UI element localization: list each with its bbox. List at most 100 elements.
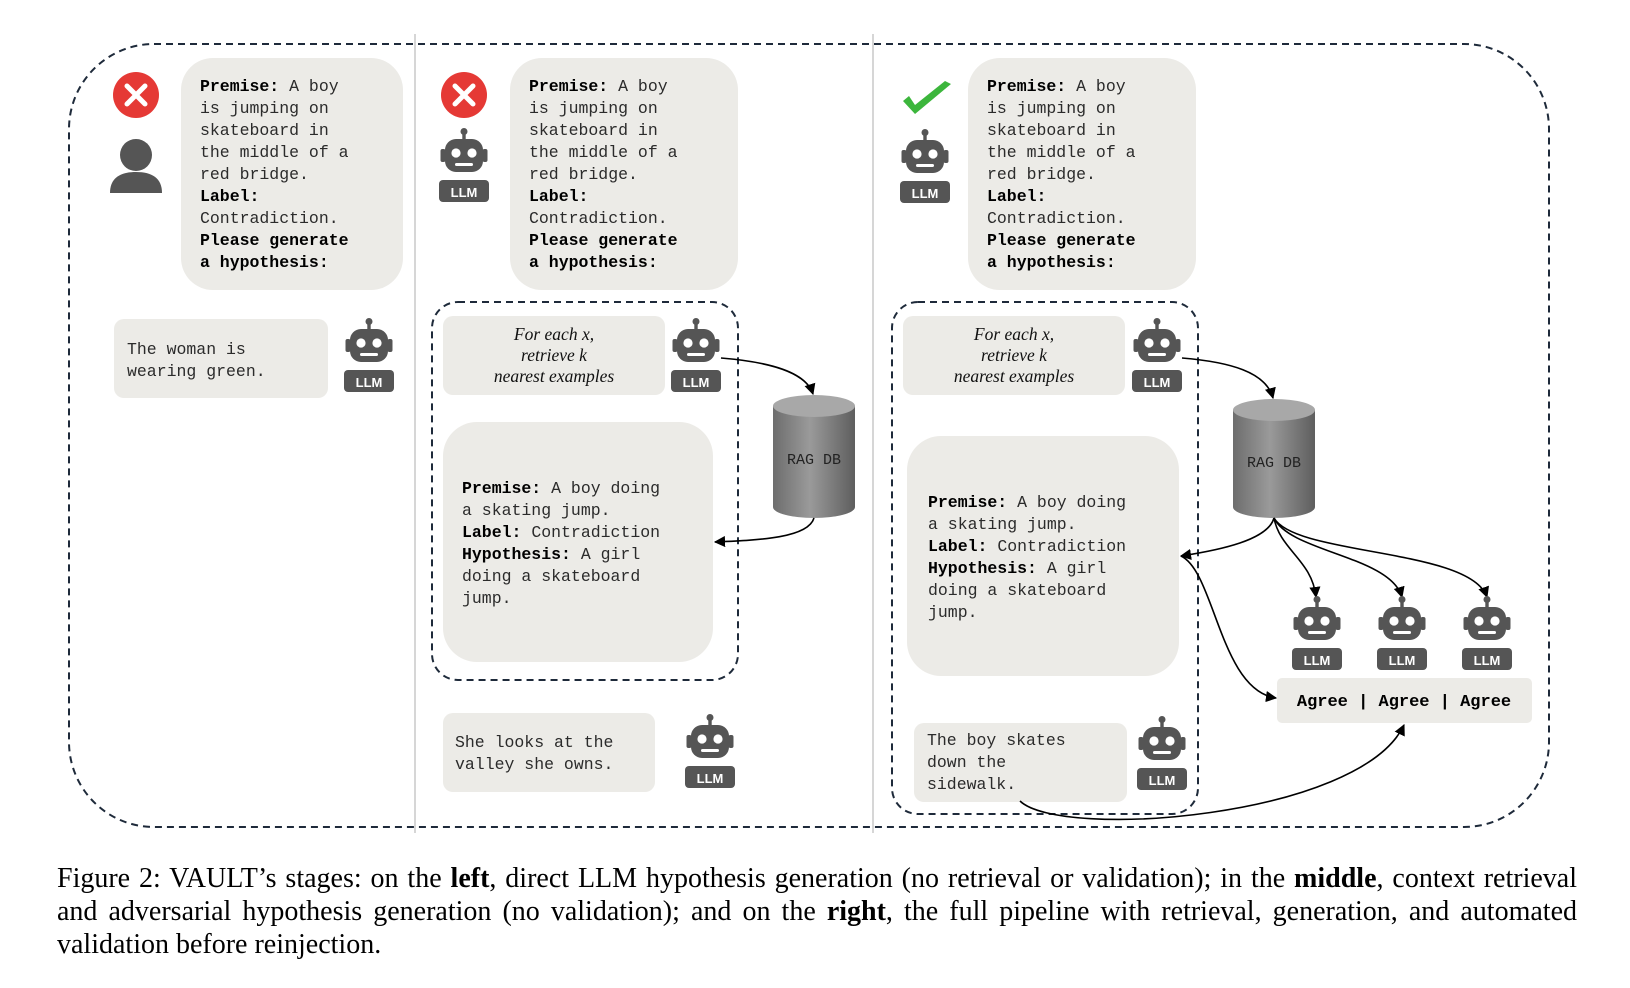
right-panel: LLM Premise: A boy is jumping on skatebo… [891, 58, 1532, 821]
rag-db-label: RAG DB [787, 452, 841, 469]
llm-badge-label: LLM [683, 375, 710, 390]
svg-text:Premise: A boy: Premise: A boy [200, 77, 339, 96]
svg-text:Label: Contradiction: Label: Contradiction [462, 523, 660, 542]
x-mark-icon [441, 72, 487, 118]
retrieved-example-bubble: Premise: A boy doing a skating jump. Lab… [907, 436, 1179, 676]
rag-db-cylinder: RAG DB [1233, 399, 1315, 518]
retrieve-step-bubble: For each x, retrieve k nearest examples [903, 316, 1125, 395]
label-value: Contradiction [521, 523, 660, 542]
retrieve-line: nearest examples [494, 366, 615, 386]
llm-robot-icon: LLM [439, 128, 489, 202]
prompt-bubble: Premise: A boy is jumping on skateboard … [510, 58, 738, 290]
premise-line: red bridge. [987, 165, 1096, 184]
premise-value: A boy doing [1007, 493, 1126, 512]
llm-badge-label: LLM [1474, 653, 1501, 668]
agree-verdict-text: Agree | Agree | Agree [1297, 693, 1511, 712]
label-value: Contradiction. [987, 209, 1126, 228]
llm-badge-label: LLM [451, 185, 478, 200]
svg-text:Premise: A boy: Premise: A boy [987, 77, 1126, 96]
premise-line: A boy [608, 77, 668, 96]
prompt-bubble: Premise: A boy is jumping on skateboard … [968, 58, 1196, 290]
arrow-db-to-validator [1273, 517, 1321, 599]
retrieve-line: nearest examples [954, 366, 1075, 386]
caption-middle: middle [1294, 863, 1377, 894]
label-label: Label: [987, 187, 1046, 206]
premise-label: Premise: [928, 493, 1007, 512]
arrow-db-to-example [1179, 517, 1275, 561]
svg-text:Premise: A boy doing: Premise: A boy doing [462, 479, 660, 498]
hypothesis-label: Hypothesis: [462, 545, 571, 564]
label-label: Label: [529, 187, 588, 206]
hypothesis-value: doing a skateboard [928, 581, 1106, 600]
hypothesis-value: A girl [571, 545, 640, 564]
retrieval-dashed-box [431, 301, 739, 681]
premise-line: A boy [279, 77, 339, 96]
svg-text:Premise: A boy doing: Premise: A boy doing [928, 493, 1126, 512]
llm-robot-icon: LLM [671, 318, 721, 392]
label-label: Label: [200, 187, 259, 206]
premise-line: red bridge. [200, 165, 309, 184]
svg-text:Label: Contradiction: Label: Contradiction [928, 537, 1126, 556]
premise-label: Premise: [529, 77, 608, 96]
llm-robot-icon: LLM [344, 318, 394, 392]
prompt-bubble: Premise: A boy is jumping on skateboard … [181, 58, 403, 290]
caption-right: right [826, 896, 886, 927]
premise-line: A boy [1066, 77, 1126, 96]
retrieve-line: For each x, [513, 324, 594, 344]
premise-value: A boy doing [541, 479, 660, 498]
check-mark-icon [903, 81, 951, 114]
svg-text:Premise: A boy: Premise: A boy [529, 77, 668, 96]
retrieval-dashed-box [891, 301, 1199, 815]
label-value: Contradiction. [529, 209, 668, 228]
svg-text:Hypothesis: A girl: Hypothesis: A girl [462, 545, 640, 564]
hypothesis-value: jump. [928, 603, 978, 622]
premise-line: red bridge. [529, 165, 638, 184]
output-bubble: The boy skates down the sidewalk. [914, 723, 1127, 802]
premise-line: skateboard in [200, 121, 329, 140]
caption-prefix: Figure 2: VAULT’s stages: on the [57, 863, 451, 894]
retrieve-step-bubble: For each x, retrieve k nearest examples [443, 316, 665, 395]
premise-line: the middle of a [987, 143, 1136, 162]
caption-part2: , context retrieval and adversarial hypo… [57, 863, 1577, 927]
outer-dashed-frame [68, 43, 1550, 828]
llm-badge-label: LLM [1149, 773, 1176, 788]
output-line: The woman is [127, 340, 246, 359]
llm-badge-label: LLM [1144, 375, 1171, 390]
arrow-db-to-validator [1273, 517, 1489, 599]
llm-robot-icon: LLM [900, 129, 950, 203]
arrow-db-to-example [713, 517, 815, 548]
llm-badge-label: LLM [1304, 653, 1331, 668]
request-line: Please generate [200, 231, 349, 250]
premise-label: Premise: [987, 77, 1066, 96]
premise-line: skateboard in [529, 121, 658, 140]
premise-line: is jumping on [200, 99, 329, 118]
request-line: Please generate [987, 231, 1136, 250]
person-icon [110, 139, 162, 193]
llm-badge-label: LLM [912, 186, 939, 201]
arrow-db-to-validator [1273, 517, 1405, 599]
left-panel: Premise: A boy is jumping on skateboard … [110, 58, 403, 398]
output-bubble: The woman is wearing green. [114, 319, 328, 398]
premise-value: a skating jump. [462, 501, 611, 520]
premise-value: a skating jump. [928, 515, 1077, 534]
agree-verdict-box: Agree | Agree | Agree [1277, 678, 1532, 723]
label-value: Contradiction. [200, 209, 339, 228]
output-line: The boy skates [927, 731, 1066, 750]
rag-db-cylinder: RAG DB [773, 395, 855, 518]
llm-badge-label: LLM [697, 771, 724, 786]
arrow-retrieve-to-db [720, 357, 816, 396]
rag-db-label: RAG DB [1247, 455, 1301, 472]
output-line: sidewalk. [927, 775, 1016, 794]
llm-robot-icon: LLM [685, 714, 735, 788]
output-line: valley she owns. [455, 755, 613, 774]
request-line: a hypothesis: [987, 253, 1116, 272]
premise-line: the middle of a [529, 143, 678, 162]
output-line: down the [927, 753, 1006, 772]
label-value: Contradiction [987, 537, 1126, 556]
svg-text:Hypothesis: A girl: Hypothesis: A girl [928, 559, 1106, 578]
label-label: Label: [928, 537, 987, 556]
llm-robot-icon: LLM [1132, 318, 1182, 392]
hypothesis-value: doing a skateboard [462, 567, 640, 586]
output-bubble: She looks at the valley she owns. [443, 713, 655, 792]
